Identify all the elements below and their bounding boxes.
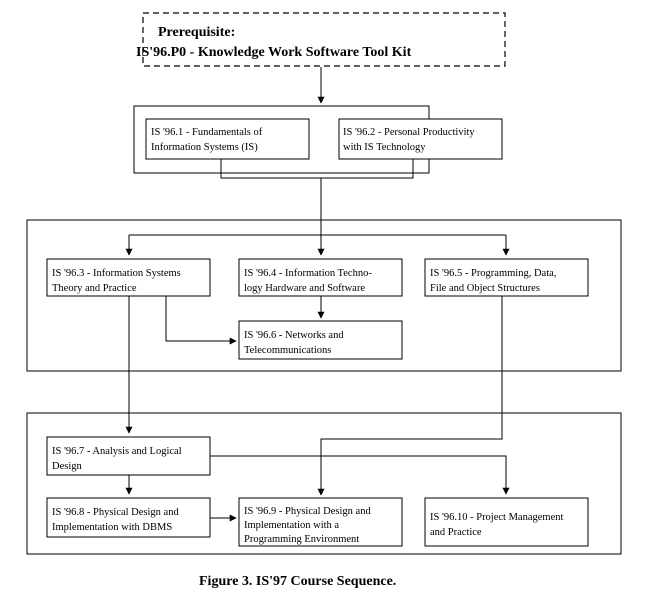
course-96-1-line-2: Information Systems (IS) <box>151 142 258 153</box>
arrow-96-5-to-96-9 <box>317 296 503 496</box>
course-96-3-line-1: IS '96.3 - Information Systems <box>52 268 181 279</box>
course-96-4-line-2: logy Hardware and Software <box>244 283 365 294</box>
course-96-9-line-3: Programming Environment <box>244 534 359 545</box>
prerequisite-box: Prerequisite: IS'96.P0 - Knowledge Work … <box>136 12 506 67</box>
prerequisite-label: Prerequisite: <box>158 25 235 40</box>
course-96-1-line-1: IS '96.1 - Fundamentals of <box>151 127 263 138</box>
course-96-7-line-1: IS '96.7 - Analysis and Logical <box>52 446 182 457</box>
course-96-6-line-2: Telecommunications <box>244 345 331 356</box>
course-96-4-line-1: IS '96.4 - Information Techno- <box>244 268 372 279</box>
course-96-2-line-1: IS '96.2 - Personal Productivity <box>343 127 475 138</box>
group-2-frame <box>26 219 622 372</box>
course-96-5-line-2: File and Object Structures <box>430 283 540 294</box>
course-box-96-1: IS '96.1 - Fundamentals of Information S… <box>145 118 310 160</box>
course-96-9-line-2: Implementation with a <box>244 520 339 531</box>
course-box-96-6: IS '96.6 - Networks and Telecommunicatio… <box>238 320 403 360</box>
course-box-96-8: IS '96.8 - Physical Design and Implement… <box>46 497 211 538</box>
course-96-5-line-1: IS '96.5 - Programming, Data, <box>430 268 556 279</box>
course-box-96-4: IS '96.4 - Information Techno- logy Hard… <box>238 258 403 297</box>
course-96-8-line-2: Implementation with DBMS <box>52 522 172 533</box>
course-96-10-line-2: and Practice <box>430 527 482 538</box>
course-96-2-line-2: with IS Technology <box>343 142 426 153</box>
merge-connector-group1 <box>220 159 414 179</box>
course-box-96-10: IS '96.10 - Project Management and Pract… <box>424 497 589 547</box>
course-96-6-line-1: IS '96.6 - Networks and <box>244 330 344 341</box>
group-3-frame <box>26 412 622 555</box>
course-96-8-line-1: IS '96.8 - Physical Design and <box>52 507 179 518</box>
course-96-9-line-1: IS '96.9 - Physical Design and <box>244 506 371 517</box>
figure-caption: Figure 3. IS'97 Course Sequence. <box>199 574 396 589</box>
course-96-10-line-1: IS '96.10 - Project Management <box>430 512 563 523</box>
course-box-96-5: IS '96.5 - Programming, Data, File and O… <box>424 258 589 297</box>
prerequisite-title: IS'96.P0 - Knowledge Work Software Tool … <box>136 45 412 60</box>
course-box-96-7: IS '96.7 - Analysis and Logical Design <box>46 436 211 476</box>
course-96-7-line-2: Design <box>52 461 82 472</box>
course-box-96-2: IS '96.2 - Personal Productivity with IS… <box>338 118 503 160</box>
course-box-96-9: IS '96.9 - Physical Design and Implement… <box>238 497 403 547</box>
course-96-3-line-2: Theory and Practice <box>52 283 137 294</box>
course-box-96-3: IS '96.3 - Information Systems Theory an… <box>46 258 211 297</box>
arrow-96-3-to-96-6 <box>165 296 237 345</box>
arrow-96-7-to-96-10 <box>210 455 510 495</box>
